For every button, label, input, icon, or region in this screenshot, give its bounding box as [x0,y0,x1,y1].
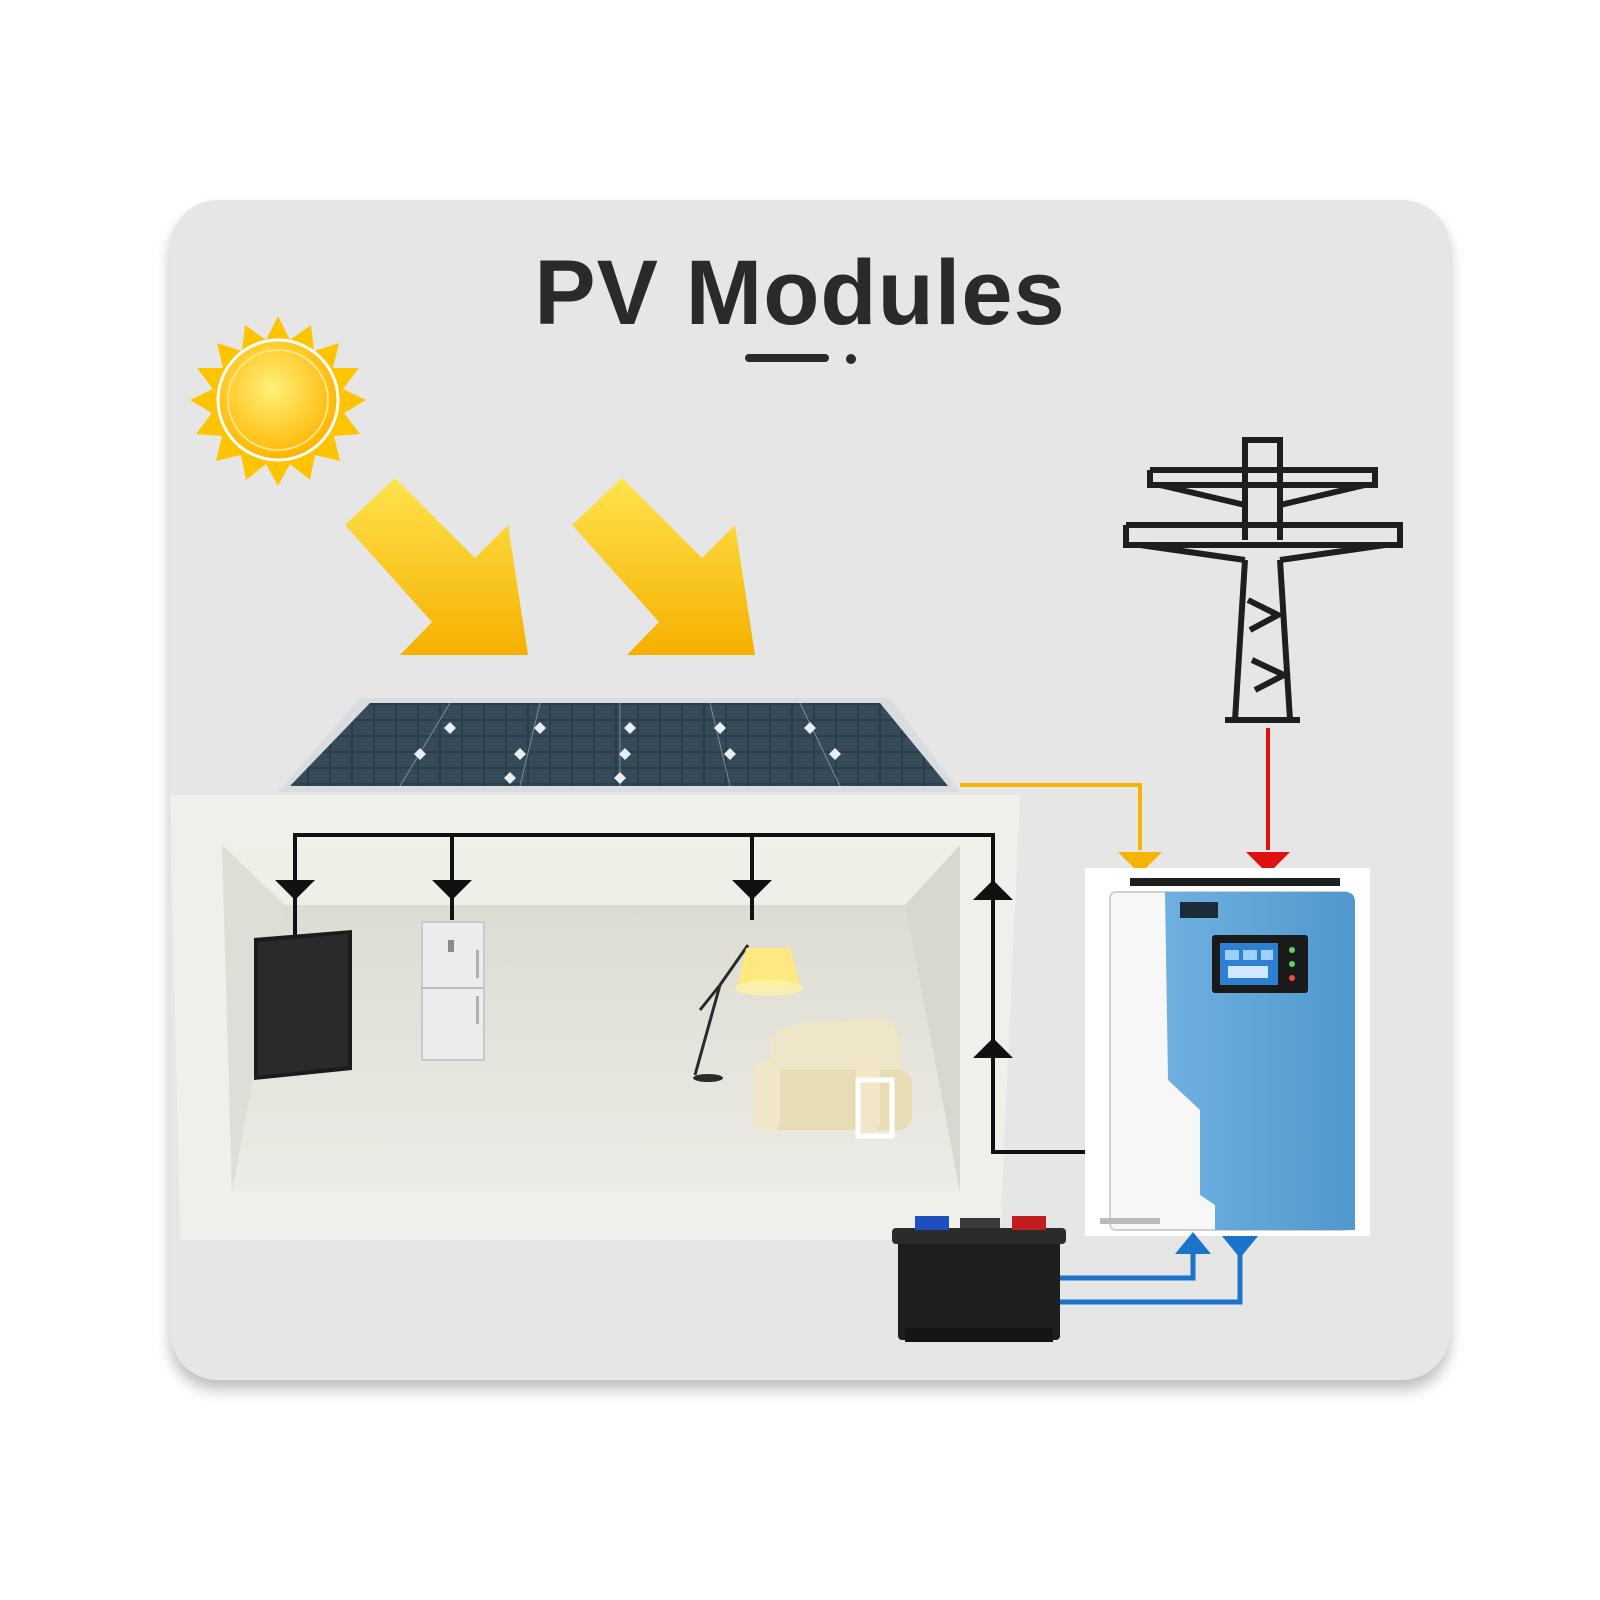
pv-to-inverter-line [960,783,1162,874]
battery-wiring [1060,1232,1258,1305]
sun-icon [190,316,366,486]
page-title: PV Modules [534,242,1066,344]
sofa-icon [754,1018,912,1139]
sunlight-arrow-icon [345,478,528,655]
sunlight-arrow-icon [572,478,755,655]
grid-to-inverter-line [1246,728,1290,874]
hybrid-inverter-icon [1085,868,1370,1236]
arrow-down-icon [275,880,772,900]
arrow-up-icon [973,880,1013,1058]
television-icon [254,930,352,1080]
load-wiring [293,833,1085,1154]
solar-panel-icon [278,698,960,792]
floor-lamp-icon [693,944,803,1082]
battery-icon [892,1216,1066,1342]
refrigerator-icon [421,921,485,1061]
title-underline [745,354,829,362]
title-dot [846,354,856,364]
power-transmission-tower-icon [1123,437,1403,723]
